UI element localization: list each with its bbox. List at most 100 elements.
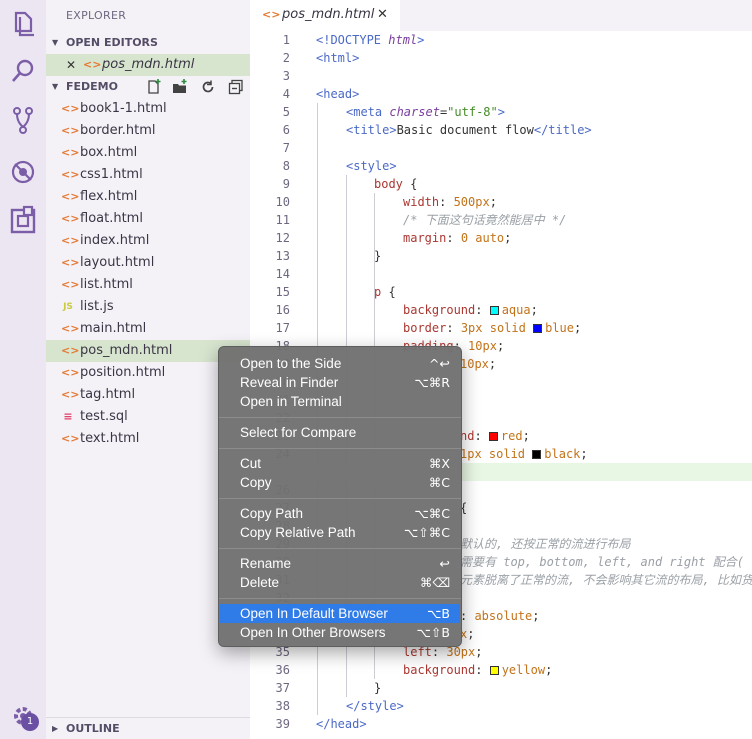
line-number: 13 [275,249,290,263]
explorer-sidebar: EXPLORER ▼ OPEN EDITORS ✕ <> pos_mdn.htm… [46,0,250,739]
line-number: 11 [275,213,290,227]
menu-open-in-other-browsers[interactable]: Open In Other Browsers⌥⇧B [240,625,450,640]
line-number: 1 [282,33,290,47]
line-number: 17 [275,321,290,335]
file-label: flex.html [80,189,138,204]
file-item[interactable]: <>position.html [46,362,250,384]
line-number: 8 [282,159,290,173]
line-number: 35 [275,645,290,659]
code-line: { [460,501,468,515]
close-icon[interactable]: ✕ [66,58,77,72]
html-file-icon: <> [61,388,80,401]
open-editors-label: OPEN EDITORS [66,36,158,49]
outline-section[interactable]: ▶ OUTLINE [46,717,250,739]
menu-open-to-side[interactable]: Open to the Side^↩ [240,356,450,371]
open-editor-item[interactable]: ✕ <> pos_mdn.html [46,54,250,76]
refresh-icon[interactable] [200,79,216,95]
code-line: margin: 0 auto; [403,231,512,245]
menu-reveal-in-finder[interactable]: Reveal in Finder⌥⌘R [240,375,450,390]
menu-delete[interactable]: Delete⌘⌫ [240,575,450,590]
menu-separator [219,417,461,418]
menu-open-in-terminal[interactable]: Open in Terminal [240,394,342,409]
color-swatch[interactable] [533,324,543,333]
color-swatch[interactable] [489,306,499,315]
menu-copy[interactable]: Copy⌘C [240,475,450,490]
code-line: } [374,249,382,263]
code-line: </style> [346,699,404,713]
extensions-icon[interactable] [7,204,39,236]
line-number: 36 [275,663,290,677]
line-number: 5 [282,105,290,119]
database-icon: ≡ [63,410,73,423]
debug-icon[interactable] [7,155,39,187]
file-label: book1-1.html [80,101,167,116]
new-file-icon[interactable] [146,79,162,95]
html-file-icon: <> [61,234,80,247]
file-item[interactable]: <>css1.html [46,164,250,186]
file-item[interactable]: <>box.html [46,142,250,164]
menu-rename[interactable]: Rename↩ [240,556,450,571]
color-swatch[interactable] [489,666,499,675]
color-swatch[interactable] [532,450,542,459]
close-icon[interactable]: ✕ [377,7,388,22]
code-line: 默认的, 还按正常的流进行布局 [460,537,631,551]
html-file-icon: <> [61,212,80,225]
open-editors-header[interactable]: ▼ OPEN EDITORS [46,32,250,54]
file-item[interactable]: <>flex.html [46,186,250,208]
line-number: 12 [275,231,290,245]
code-line: <style> [346,159,397,173]
file-item[interactable]: <>layout.html [46,252,250,274]
menu-separator [219,498,461,499]
file-label: pos_mdn.html [80,343,173,358]
menu-select-for-compare[interactable]: Select for Compare [240,425,357,440]
line-number: 6 [282,123,290,137]
file-item[interactable]: <>border.html [46,120,250,142]
tab-bar: <> pos_mdn.html ✕ [250,0,752,31]
code-line: background: aqua; [403,303,538,317]
new-folder-icon[interactable] [172,79,188,95]
source-control-icon[interactable] [7,104,39,136]
html-file-icon: <> [83,58,102,71]
menu-copy-path[interactable]: Copy Path⌥⌘C [240,506,450,521]
search-icon[interactable] [7,55,39,87]
menu-cut[interactable]: Cut⌘X [240,456,450,471]
html-file-icon: <> [61,124,80,137]
color-swatch[interactable] [488,432,498,441]
file-item[interactable]: <>tag.html [46,384,250,406]
file-item[interactable]: <>list.html [46,274,250,296]
file-item[interactable]: <>pos_mdn.html [46,340,250,362]
outline-label: OUTLINE [66,722,120,735]
code-line: body { [374,177,418,191]
menu-copy-relative-path[interactable]: Copy Relative Path⌥⇧⌘C [240,525,450,540]
code-line: <!DOCTYPE html> [316,33,425,47]
file-item[interactable]: <>book1-1.html [46,98,250,120]
tab-pos-mdn[interactable]: <> pos_mdn.html ✕ [250,0,400,31]
code-line: <html> [316,51,360,65]
line-number: 16 [275,303,290,317]
file-item[interactable]: <>text.html [46,428,250,450]
code-line: } [374,681,382,695]
html-file-icon: <> [61,278,80,291]
menu-open-in-default-browser[interactable]: Open In Default Browser⌥B [220,604,460,623]
file-label: border.html [80,123,156,138]
collapse-all-icon[interactable] [228,79,244,95]
chevron-down-icon: ▼ [52,82,59,91]
file-item[interactable]: <>main.html [46,318,250,340]
file-item[interactable]: JS list.js [46,296,250,318]
file-item[interactable]: ≡test.sql [46,406,250,428]
file-label: css1.html [80,167,143,182]
chevron-down-icon: ▼ [52,38,59,47]
files-icon[interactable] [7,7,39,39]
file-label: list.js [80,299,114,314]
file-item[interactable]: <>float.html [46,208,250,230]
html-file-icon: <> [61,432,80,445]
menu-separator [219,448,461,449]
file-item[interactable]: <>index.html [46,230,250,252]
folder-header[interactable]: ▼ FEDEMO [46,76,250,98]
js-file-icon: JS [63,302,73,312]
code-line: nd: red; [460,429,530,443]
file-label: layout.html [80,255,155,270]
line-number: 37 [275,681,290,695]
code-line: p { [374,285,396,299]
outline-header[interactable]: ▶ OUTLINE [46,718,250,739]
